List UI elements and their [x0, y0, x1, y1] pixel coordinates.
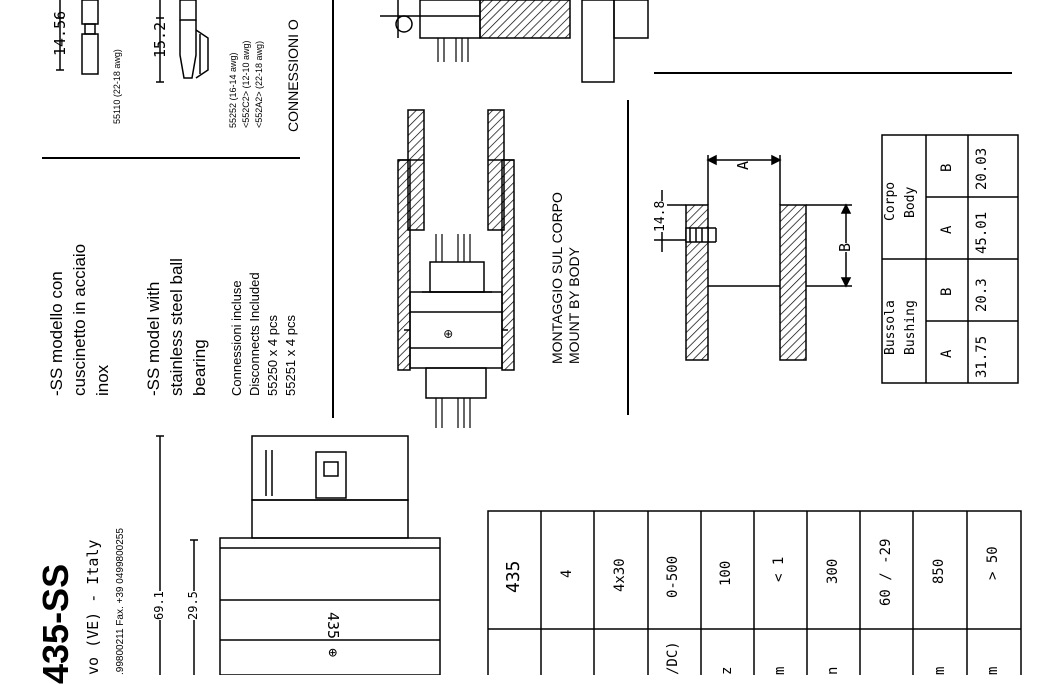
cutaway-dimension-drawing [654, 154, 852, 361]
spec-unit-7: n [825, 666, 841, 675]
model-desc-it-1: -SS modello con [47, 271, 66, 396]
dim-total-length: 69.1 [152, 591, 166, 620]
mount-body-mark: ⊕ [441, 328, 455, 339]
model-desc-it-3: inox [93, 364, 112, 396]
spec-value-6: < 1 [771, 556, 787, 582]
spec-unit-5: z [719, 666, 735, 675]
mount-label-it: MONTAGGIO SUL CORPO [549, 192, 565, 364]
side-body-label: 435 ⊕ [324, 612, 342, 658]
spec-value-1: 435 [503, 560, 524, 593]
included-3: 55250 x 4 pcs [265, 315, 280, 396]
spec-value-5: 100 [718, 560, 734, 586]
dim-b-label: B [836, 242, 854, 252]
spec-value-8: 60 / -29 [878, 538, 894, 606]
model-desc-en-3: bearing [190, 339, 209, 396]
dim-body-length: 29.5 [186, 591, 200, 620]
bushing-val-b: 20.3 [974, 278, 990, 312]
spec-unit-9: m [932, 666, 948, 675]
terminal-b-code-2: <552C2> (12-10 awg) [241, 40, 251, 128]
mounting-assembly-top [380, 0, 649, 83]
body-val-b: 20.03 [974, 147, 990, 190]
spec-value-10: > 50 [985, 546, 1001, 580]
body-val-a: 45.01 [974, 211, 990, 254]
connections-cut-label: CONNESSIONI O [285, 19, 301, 132]
body-subheader: Body [903, 186, 918, 218]
body-col-a: A [939, 225, 955, 234]
spec-value-9: 850 [931, 558, 947, 584]
layout-dividers [42, 0, 1012, 418]
terminal-a-code: 55110 (22-18 awg) [112, 49, 122, 124]
bushing-col-a: A [939, 349, 955, 358]
terminal-b-code-1: 55252 (16-14 awg) [228, 52, 238, 128]
spec-unit-10: m [985, 666, 1001, 675]
spec-unit-6: m [772, 666, 788, 675]
dim-a-label: A [734, 160, 752, 170]
terminal-55110-drawing [56, 0, 99, 75]
spec-unit-4: /DC) [665, 641, 681, 675]
model-desc-it-2: cuscinetto in acciaio [70, 243, 89, 396]
model-title: 435-SS [35, 563, 76, 684]
included-2: Disconnects Included [247, 272, 262, 396]
specs-table-grid [487, 510, 1022, 675]
spec-value-4: 0-500 [665, 555, 681, 598]
model-desc-en-2: stainless steel ball [167, 258, 186, 396]
bushing-subheader: Bushing [903, 300, 918, 355]
mount-label-en: MOUNT BY BODY [566, 247, 582, 364]
included-4: 55251 x 4 pcs [283, 315, 298, 396]
spec-value-7: 300 [825, 558, 841, 584]
spec-value-2: 4 [559, 569, 575, 578]
included-1: Connessioni incluse [229, 280, 244, 396]
bushing-col-b: B [939, 287, 955, 296]
terminal-b-code-3: <552A2> (22-18 awg) [254, 40, 264, 128]
bushing-val-a: 31.75 [974, 335, 990, 378]
company-phone-fax: .99800211 Fax. +39 0499800255 [115, 528, 126, 675]
bushing-header: Bussola [883, 300, 898, 355]
spec-value-3: 4x30 [612, 558, 628, 592]
company-place: vo (VE) - Italy [84, 539, 102, 675]
mounting-assembly-section [397, 109, 515, 428]
dim-thickness-label: 14.8 [653, 200, 668, 232]
model-desc-en-1: -SS model with [144, 281, 163, 396]
dim-terminal-a: 14.56 [51, 10, 69, 56]
terminal-55252-drawing [156, 0, 209, 83]
dims-table-grid [881, 134, 1019, 384]
dim-terminal-b: 15.2 [151, 21, 169, 58]
encoder-side-view [156, 435, 441, 675]
body-header: Corpo [883, 181, 898, 221]
body-col-b: B [939, 163, 955, 172]
